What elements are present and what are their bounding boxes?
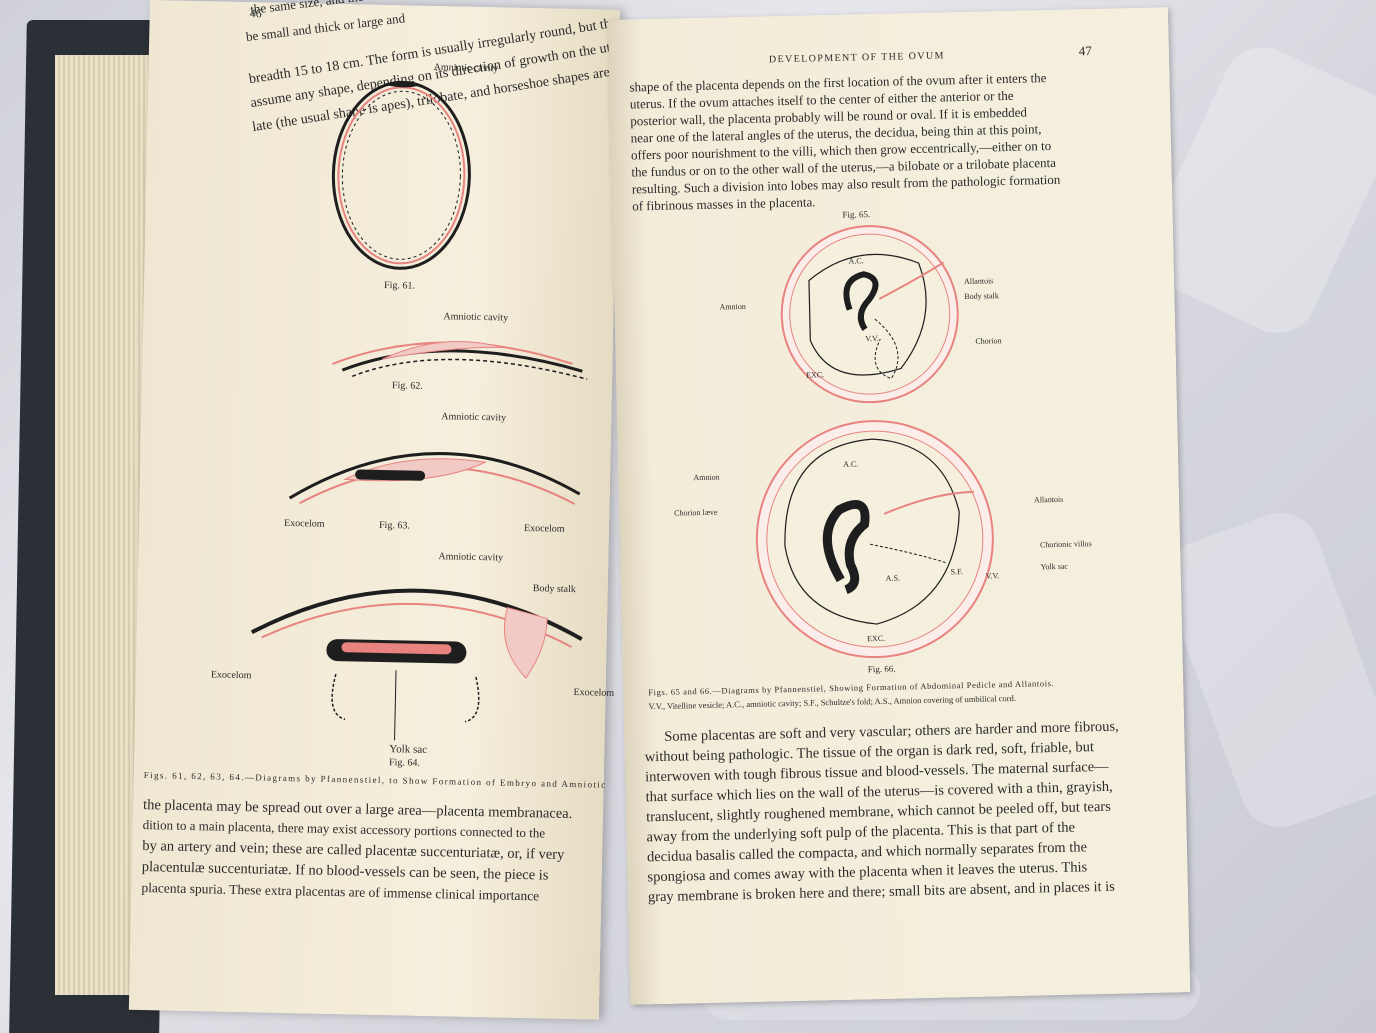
fig65-diagram: [780, 225, 959, 404]
left-figures-caption: Figs. 61, 62, 63, 64.—Diagrams by Pfanne…: [143, 770, 607, 790]
fig64-exocoelom-right: Exocelom: [573, 687, 615, 699]
fig63-exocoelom-left: Exocelom: [283, 517, 325, 530]
fig64-diagram: [250, 588, 583, 741]
right-page-number: 47: [1078, 43, 1092, 59]
fig64-exocoelom-left: Exocelom: [210, 669, 252, 682]
fig66-chorionic-villus: Chorionic villus: [1039, 539, 1092, 550]
fig61-label: Amniotic cavity: [433, 61, 499, 75]
fabric-fold: [1153, 501, 1376, 839]
fig66-diagram: [755, 420, 994, 659]
fig62-diagram: [332, 341, 588, 380]
running-head: DEVELOPMENT OF THE OVUM: [768, 50, 946, 66]
fig64-yolk-sac: Yolk sac: [389, 743, 428, 756]
fig66-sf: S.F.: [950, 567, 963, 577]
fig66-ac: A.C.: [843, 459, 859, 469]
fig66-allantois: Allantois: [1033, 494, 1064, 505]
fig65-body-stalk: Body stalk: [964, 291, 999, 301]
left-page: 46 the same size, and the be small and t…: [128, 0, 664, 1020]
fig65-ac: A.C.: [848, 256, 864, 266]
fig66-amnion: Amnion: [693, 472, 720, 483]
right-top-line: of fibrinous masses in the placenta.: [632, 194, 816, 214]
fig64-label: Amniotic cavity: [438, 551, 504, 564]
fig66-yolk-sac: Yolk sac: [1040, 561, 1069, 572]
left-top-line: the same size, and the: [249, 0, 365, 17]
fig66-vv: V.V.: [985, 571, 1000, 581]
fig61-diagram: [331, 80, 471, 270]
fig66-exc: EXC.: [867, 633, 886, 644]
right-page: DEVELOPMENT OF THE OVUM 47 shape of the …: [608, 7, 1191, 1005]
fig63-exocoelom-right: Exocelom: [523, 522, 565, 535]
fig65-caption: Fig. 65.: [842, 209, 871, 220]
fig65-vv: V.V.: [865, 333, 879, 344]
fig66-as: A.S.: [885, 573, 901, 583]
fig62-caption: Fig. 62.: [391, 380, 423, 392]
fig61-caption: Fig. 61.: [383, 279, 416, 292]
fig64-caption: Fig. 64.: [388, 757, 421, 769]
fig65-chorion: Chorion: [975, 336, 1002, 346]
fig65-amnion: Amnion: [719, 301, 746, 312]
fig63-diagram: [288, 452, 581, 505]
fig65-allantois: Allantois: [963, 276, 994, 286]
fig65-exc: EXC.: [806, 370, 825, 380]
fig66-caption: Fig. 66.: [867, 663, 896, 675]
fig66-chorion-laeve: Chorion læve: [674, 507, 718, 518]
fig63-caption: Fig. 63.: [378, 519, 410, 532]
